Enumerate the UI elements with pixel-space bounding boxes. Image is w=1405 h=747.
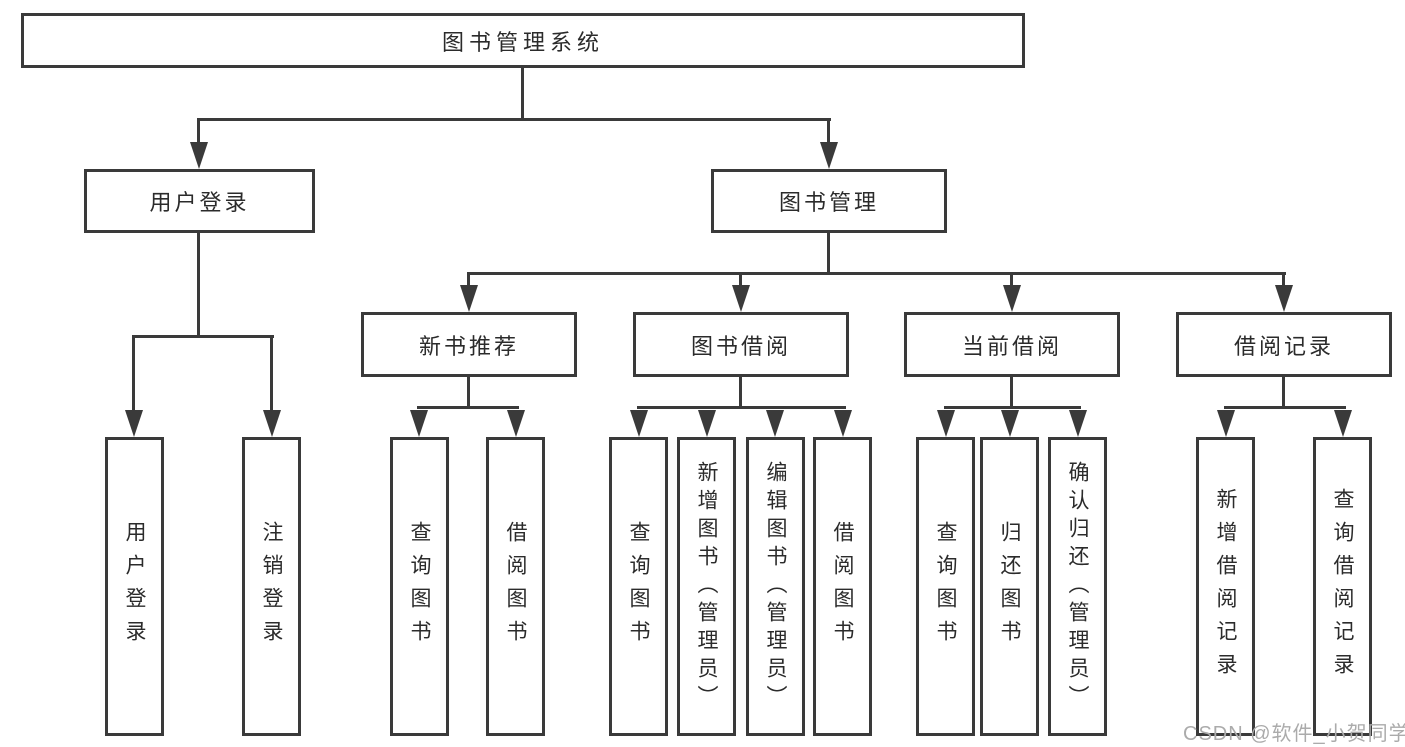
- arrow-down-icon: [1001, 410, 1019, 437]
- edge-to-leaf-logout: [270, 338, 273, 410]
- arrow-down-icon: [1275, 285, 1293, 312]
- node-label: 查询图书: [408, 520, 431, 653]
- arrow-down-icon: [410, 410, 428, 437]
- edge-to-leaf-user-login: [132, 338, 135, 410]
- arrow-down-icon: [698, 410, 716, 437]
- leaf-add-borrow-record: 新增借阅记录: [1196, 437, 1255, 736]
- arrow-down-icon: [125, 410, 143, 437]
- edge-new-book-stem: [467, 377, 470, 409]
- node-label: 借阅记录: [1233, 333, 1334, 359]
- leaf-query-books: 查询图书: [916, 437, 975, 736]
- edge-book-management-stem: [827, 233, 830, 275]
- arrow-down-icon: [1069, 410, 1087, 437]
- node-label: 图书管理系统: [441, 29, 604, 55]
- arrow-down-icon: [630, 410, 648, 437]
- node-label: 用户登录: [149, 190, 250, 215]
- edge-borrowing-records-branch: [1224, 406, 1346, 409]
- node-book-management-system: 图书管理系统: [21, 13, 1025, 68]
- arrow-down-icon: [937, 410, 955, 437]
- edge-user-login-branch: [132, 335, 274, 338]
- node-label: 图书借阅: [690, 333, 791, 359]
- edge-root-branch: [197, 118, 831, 121]
- arrow-down-icon: [1217, 410, 1235, 437]
- edge-book-management-branch: [467, 272, 1286, 275]
- node-user-login: 用户登录: [84, 169, 315, 233]
- arrow-down-icon: [190, 142, 208, 169]
- edge-to-book-borrowing: [739, 275, 742, 285]
- node-borrowing-records: 借阅记录: [1176, 312, 1392, 377]
- node-label: 编辑图书（管理员）: [764, 460, 787, 713]
- edge-book-borrowing-stem: [739, 377, 742, 409]
- leaf-borrow-books: 借阅图书: [486, 437, 545, 736]
- node-label: 注销登录: [260, 520, 283, 653]
- edge-user-login-stem: [197, 233, 200, 338]
- edge-new-book-branch: [417, 406, 519, 409]
- node-label: 确认归还（管理员）: [1066, 460, 1089, 713]
- node-book-management: 图书管理: [711, 169, 947, 233]
- leaf-query-books: 查询图书: [609, 437, 668, 736]
- leaf-user-login: 用户登录: [105, 437, 164, 736]
- arrow-down-icon: [1334, 410, 1352, 437]
- node-label: 新增借阅记录: [1214, 487, 1237, 686]
- node-label: 借阅图书: [504, 520, 527, 653]
- leaf-borrow-books: 借阅图书: [813, 437, 872, 736]
- arrow-down-icon: [507, 410, 525, 437]
- leaf-add-book-admin: 新增图书（管理员）: [677, 437, 736, 736]
- edge-root-stem: [521, 68, 524, 121]
- edge-book-borrowing-branch: [637, 406, 846, 409]
- node-label: 当前借阅: [961, 333, 1062, 359]
- leaf-return-books: 归还图书: [980, 437, 1039, 736]
- arrow-down-icon: [263, 410, 281, 437]
- node-new-book-recommendation: 新书推荐: [361, 312, 577, 377]
- node-label: 新增图书（管理员）: [695, 460, 718, 713]
- edge-current-borrowing-branch: [944, 406, 1081, 409]
- edge-to-current-borrowing: [1010, 275, 1013, 285]
- node-current-borrowing: 当前借阅: [904, 312, 1120, 377]
- node-label: 归还图书: [998, 520, 1021, 653]
- node-label: 图书管理: [778, 190, 879, 215]
- node-label: 新书推荐: [418, 333, 519, 359]
- edge-borrowing-records-stem: [1282, 377, 1285, 409]
- leaf-query-books: 查询图书: [390, 437, 449, 736]
- node-label: 借阅图书: [831, 520, 854, 653]
- edge-current-borrowing-stem: [1010, 377, 1013, 409]
- edge-to-book-management: [827, 121, 830, 142]
- edge-to-user-login: [197, 121, 200, 142]
- arrow-down-icon: [834, 410, 852, 437]
- arrow-down-icon: [766, 410, 784, 437]
- edge-to-borrowing-records: [1282, 275, 1285, 285]
- node-label: 查询借阅记录: [1331, 487, 1354, 686]
- csdn-watermark: CSDN @软件_小贺同学: [1183, 723, 1405, 745]
- arrow-down-icon: [820, 142, 838, 169]
- node-label: 用户登录: [123, 520, 146, 653]
- node-label: 查询图书: [627, 520, 650, 653]
- leaf-edit-book-admin: 编辑图书（管理员）: [746, 437, 805, 736]
- leaf-query-borrow-record: 查询借阅记录: [1313, 437, 1372, 736]
- arrow-down-icon: [1003, 285, 1021, 312]
- leaf-logout: 注销登录: [242, 437, 301, 736]
- arrow-down-icon: [732, 285, 750, 312]
- arrow-down-icon: [460, 285, 478, 312]
- leaf-confirm-return-admin: 确认归还（管理员）: [1048, 437, 1107, 736]
- edge-to-new-book-recommendation: [467, 275, 470, 285]
- node-label: 查询图书: [934, 520, 957, 653]
- node-book-borrowing: 图书借阅: [633, 312, 849, 377]
